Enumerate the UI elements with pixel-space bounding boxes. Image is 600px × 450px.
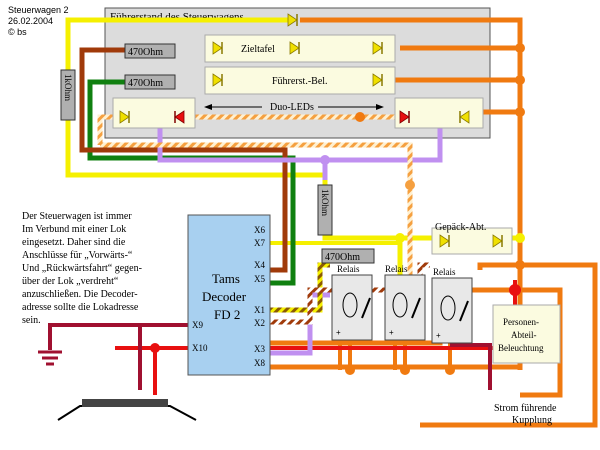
svg-text:+: + <box>336 328 341 337</box>
led-icon <box>212 73 223 87</box>
resistor-mid <box>124 74 176 90</box>
relay-3: Relais + <box>431 267 473 344</box>
passenger-light-box <box>492 304 561 364</box>
decoder-box <box>187 214 271 376</box>
pin-x2: X2 <box>254 318 265 328</box>
note-text: Der Steuerwagen ist immer Im Verbund mit… <box>22 211 142 326</box>
destination-sign-box <box>204 34 396 63</box>
duo-leds-label: Duo-LEDs <box>270 102 314 113</box>
led-icon <box>174 110 185 124</box>
note-line: eingesetzt. Daher sind die <box>22 237 126 248</box>
orange-wire-right <box>300 17 523 370</box>
header-title: Steuerwagen 2 <box>8 5 69 15</box>
note-line: anzuschließen. Die Decoder- <box>22 289 138 300</box>
maroon-wire-passenger <box>450 343 492 390</box>
duo-arrow-right-head <box>376 104 384 110</box>
led-icon <box>492 234 503 248</box>
luggage-label: Gepäck-Abt. <box>435 222 486 233</box>
duo-arrow-left-head <box>204 104 212 110</box>
resistor-left <box>60 69 76 121</box>
passenger-light-line2: Abteil- <box>511 330 537 340</box>
relay-1: Relais + <box>331 264 373 341</box>
led-icon <box>399 110 410 124</box>
destination-sign-label: Zieltafel <box>241 44 275 55</box>
led-icon <box>439 234 450 248</box>
pin-x10: X10 <box>192 343 208 353</box>
duo-led-right-box <box>394 97 484 129</box>
coupling-line2: Kupplung <box>512 415 552 426</box>
resistor-top-label: 470Ohm <box>128 47 163 58</box>
note-line: Anschlüsse für „Vorwärts-“ <box>22 250 133 261</box>
note-line: sein. <box>22 315 41 326</box>
orange-wire-coupling <box>420 262 598 428</box>
decoder-name-3: FD 2 <box>214 307 240 322</box>
note-line: Im Verbund mit einer Lok <box>22 224 126 235</box>
header-copyright: © bs <box>8 27 27 37</box>
pin-x1: X1 <box>254 305 265 315</box>
passenger-light-line3: Beleuchtung <box>498 343 544 353</box>
svg-text:+: + <box>436 331 441 340</box>
led-icon <box>372 73 383 87</box>
note-line: Der Steuerwagen ist immer <box>22 211 132 222</box>
pin-x3: X3 <box>254 344 265 354</box>
led-icon <box>287 13 298 27</box>
cab-light-box <box>204 66 396 95</box>
led-icon <box>289 41 300 55</box>
coupling-line1: Strom führende <box>494 403 557 414</box>
pin-x4: X4 <box>254 260 265 270</box>
decoder-name-1: Tams <box>212 271 240 286</box>
relay-2: Relais + <box>384 264 426 341</box>
note-line: über der Lok „verdreht“ <box>22 276 119 287</box>
resistor-center-label: 1kOhm <box>320 189 330 216</box>
relay-1-label: Relais <box>337 264 360 274</box>
pin-x5: X5 <box>254 274 265 284</box>
relay-2-label: Relais <box>385 264 408 274</box>
track-contact <box>57 399 197 421</box>
junction-dots <box>150 43 525 375</box>
note-line: adresse sollte die Lokadresse <box>22 302 139 313</box>
led-icon <box>212 41 223 55</box>
resistor-center <box>317 184 333 236</box>
resistor-relay-label: 470Ohm <box>325 252 360 263</box>
led-icon <box>372 41 383 55</box>
resistor-relay <box>321 248 375 264</box>
ground-symbol <box>38 350 62 366</box>
yellow-wire-center <box>322 235 403 300</box>
led-icon <box>459 110 470 124</box>
resistor-mid-label: 470Ohm <box>128 78 163 89</box>
led-symbols <box>119 13 503 248</box>
led-icon <box>119 110 130 124</box>
pin-x8: X8 <box>254 358 265 368</box>
pin-x7: X7 <box>254 238 265 248</box>
svg-text:+: + <box>389 328 394 337</box>
note-line: Und „Rückwärtsfahrt“ gegen- <box>22 263 142 274</box>
pin-x6: X6 <box>254 225 265 235</box>
decoder-name-2: Decoder <box>202 289 247 304</box>
maroon-wire-x9 <box>48 323 190 350</box>
brown-wire-x4 <box>79 47 288 273</box>
resistor-left-label: 1kOhm <box>63 74 73 101</box>
hatched-wire-duo-right <box>100 142 413 300</box>
relay-3-label: Relais <box>433 267 456 277</box>
resistor-top <box>124 43 176 59</box>
header-date: 26.02.2004 <box>8 16 53 26</box>
pin-x9: X9 <box>192 320 203 330</box>
passenger-light-line1: Personen- <box>503 317 539 327</box>
cab-light-label: Führerst.-Bel. <box>272 76 328 87</box>
